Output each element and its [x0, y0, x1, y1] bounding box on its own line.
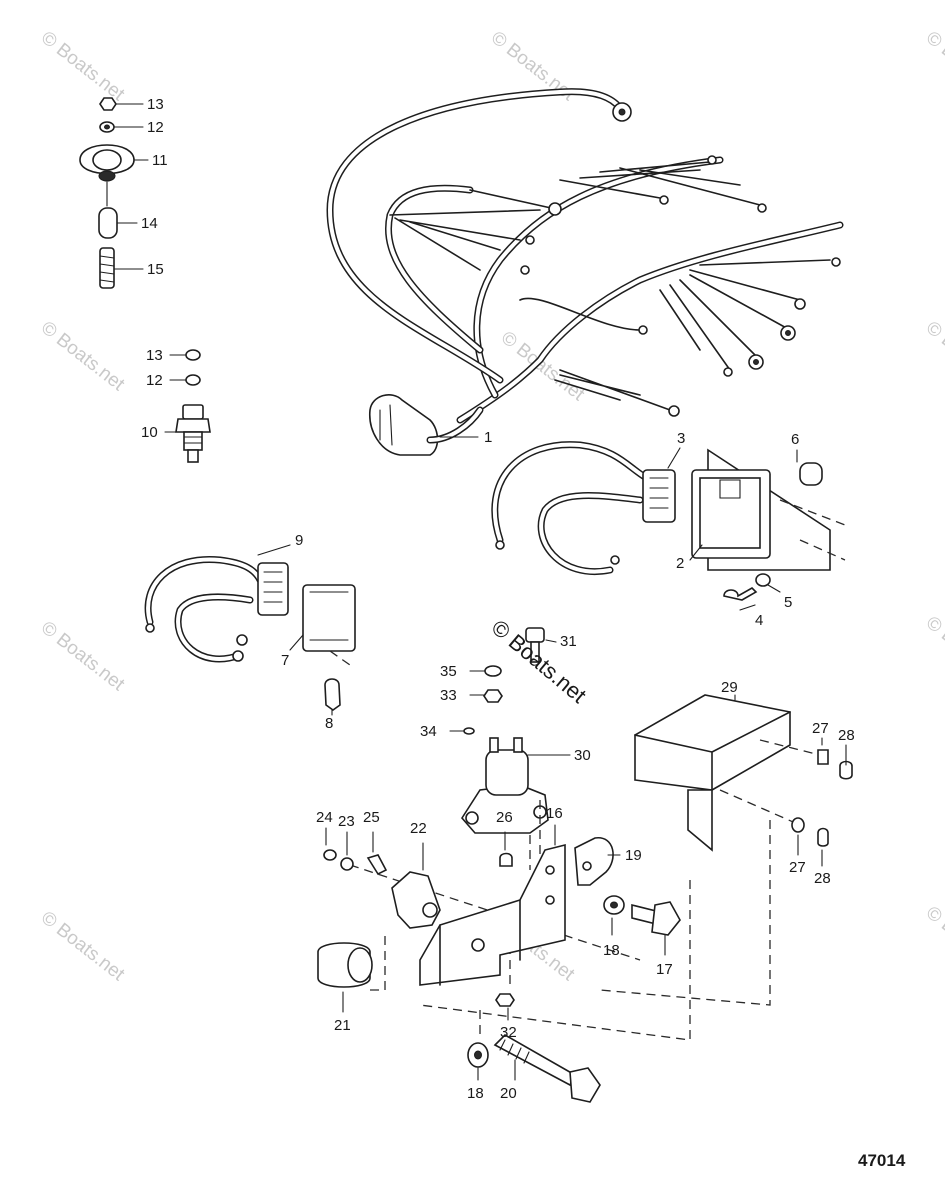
- callout-12: 12: [146, 372, 163, 389]
- ignition-module-assembly-7: [144, 555, 356, 711]
- callout-32: 32: [500, 1024, 517, 1041]
- callout-22: 22: [410, 820, 427, 837]
- callout-21: 21: [334, 1017, 351, 1034]
- washer-34: [463, 727, 475, 735]
- callout-4: 4: [755, 612, 763, 629]
- nut-27-top: [817, 749, 829, 765]
- connector-3: [642, 469, 676, 523]
- callout-18: 18: [603, 942, 620, 959]
- callout-34: 34: [420, 723, 437, 740]
- callout-3: 3: [677, 430, 685, 447]
- callout-25: 25: [363, 809, 380, 826]
- callout-9: 9: [295, 532, 303, 549]
- callout-24: 24: [316, 809, 333, 826]
- ignition-module-assembly-2: [491, 441, 846, 601]
- washer-27-bottom: [791, 817, 805, 833]
- spacer-6: [799, 462, 823, 486]
- watermark: © Boats.net: [37, 317, 129, 395]
- nut-13-top: [99, 97, 117, 111]
- cover-29: [634, 694, 791, 791]
- callout-5: 5: [784, 594, 792, 611]
- watermark: © Boats.net: [922, 902, 945, 980]
- watermark: © Boats.net: [37, 27, 129, 105]
- washer-12-lower: [185, 374, 201, 386]
- cap-28-bottom: [817, 827, 829, 847]
- switch-22: [391, 871, 441, 929]
- washer-23: [340, 857, 354, 871]
- callout-29: 29: [721, 679, 738, 696]
- callout-31: 31: [560, 633, 577, 650]
- washer-35: [484, 665, 502, 677]
- callout-33: 33: [440, 687, 457, 704]
- watermark: © Boats.net: [922, 27, 945, 105]
- solenoid-assembly-30: [461, 627, 549, 834]
- callout-8: 8: [325, 715, 333, 732]
- watermark: © Boats.net: [37, 617, 129, 695]
- callout-16: 16: [546, 805, 563, 822]
- callout-30: 30: [574, 747, 591, 764]
- wiring-harness-1: [326, 88, 844, 456]
- watermark: © Boats.net: [37, 907, 129, 985]
- callout-20: 20: [500, 1085, 517, 1102]
- connector-9: [257, 562, 289, 616]
- callout-28: 28: [838, 727, 855, 744]
- washer-5: [755, 573, 771, 587]
- cover-assembly-29: [634, 694, 853, 852]
- screw-4: [723, 587, 758, 601]
- screw-26: [499, 852, 513, 867]
- callout-17: 17: [656, 961, 673, 978]
- leader-lines: [113, 103, 847, 1081]
- module-7: [302, 584, 356, 652]
- sleeve-14: [98, 207, 118, 239]
- nut-33: [483, 689, 503, 703]
- callout-19: 19: [625, 847, 642, 864]
- callout-1: 1: [484, 429, 492, 446]
- callout-35: 35: [440, 663, 457, 680]
- callouts: 13 12 11 14 15 13 12 10 1 3 6 2 5 4 9 7 …: [141, 96, 855, 1102]
- diagram-number: 47014: [858, 1151, 906, 1170]
- screw-25: [366, 854, 388, 876]
- callout-15: 15: [147, 261, 164, 278]
- watermark: © Boats.net: [922, 612, 945, 690]
- sender-assembly-top: [79, 97, 135, 289]
- callout-10: 10: [141, 424, 158, 441]
- nut-24: [323, 849, 337, 861]
- screw-8: [324, 678, 341, 711]
- bracket-16: [419, 843, 566, 986]
- callout-28: 28: [814, 870, 831, 887]
- callout-27: 27: [812, 720, 829, 737]
- callout-26: 26: [496, 809, 513, 826]
- callout-11: 11: [152, 152, 168, 169]
- callout-12: 12: [147, 119, 164, 136]
- clamp-19: [574, 837, 614, 886]
- nut-13-lower: [185, 349, 201, 361]
- callout-27: 27: [789, 859, 806, 876]
- cap-28-top: [839, 760, 853, 780]
- callout-18: 18: [467, 1085, 484, 1102]
- bolt-20: [493, 1034, 577, 1087]
- callout-14: 14: [141, 215, 158, 232]
- temperature-sender-assembly: [175, 349, 211, 463]
- bracket-assembly-16: [317, 800, 771, 1103]
- sender-10: [182, 404, 204, 420]
- callout-13: 13: [147, 96, 164, 113]
- callout-23: 23: [338, 813, 355, 830]
- watermark: © Boats.net: [922, 317, 945, 395]
- callout-13: 13: [146, 347, 163, 364]
- nut-32: [495, 993, 515, 1007]
- callout-7: 7: [281, 652, 289, 669]
- callout-6: 6: [791, 431, 799, 448]
- watermark-layer: © Boats.net © Boats.net © Boats.net © Bo…: [37, 27, 945, 985]
- callout-2: 2: [676, 555, 684, 572]
- watermark: © Boats.net: [497, 327, 589, 405]
